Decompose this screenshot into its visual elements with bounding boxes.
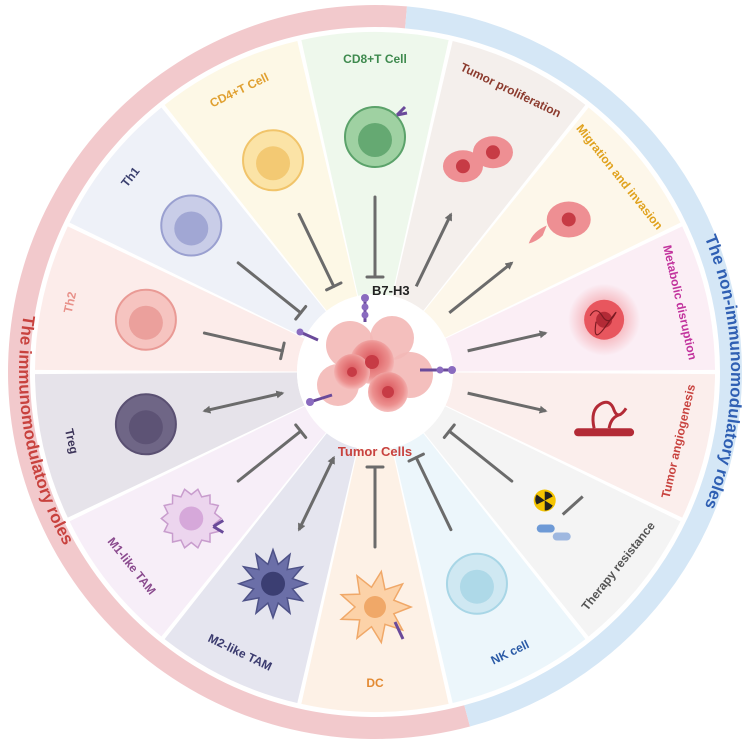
tumor-cells-label: Tumor Cells bbox=[338, 444, 412, 459]
th2-cell-icon bbox=[116, 290, 176, 350]
b7h3-label: B7-H3 bbox=[372, 283, 410, 298]
cd4-t-cell-icon bbox=[243, 130, 303, 190]
label-dc: DC bbox=[366, 676, 384, 690]
label-cd8: CD8+T Cell bbox=[343, 52, 407, 66]
metabolic-cell-icon bbox=[568, 284, 640, 356]
t-cell-icon bbox=[345, 107, 407, 167]
th1-cell-icon bbox=[161, 195, 221, 255]
nk-cell-icon bbox=[447, 554, 507, 614]
treg-cell-icon bbox=[116, 394, 176, 454]
